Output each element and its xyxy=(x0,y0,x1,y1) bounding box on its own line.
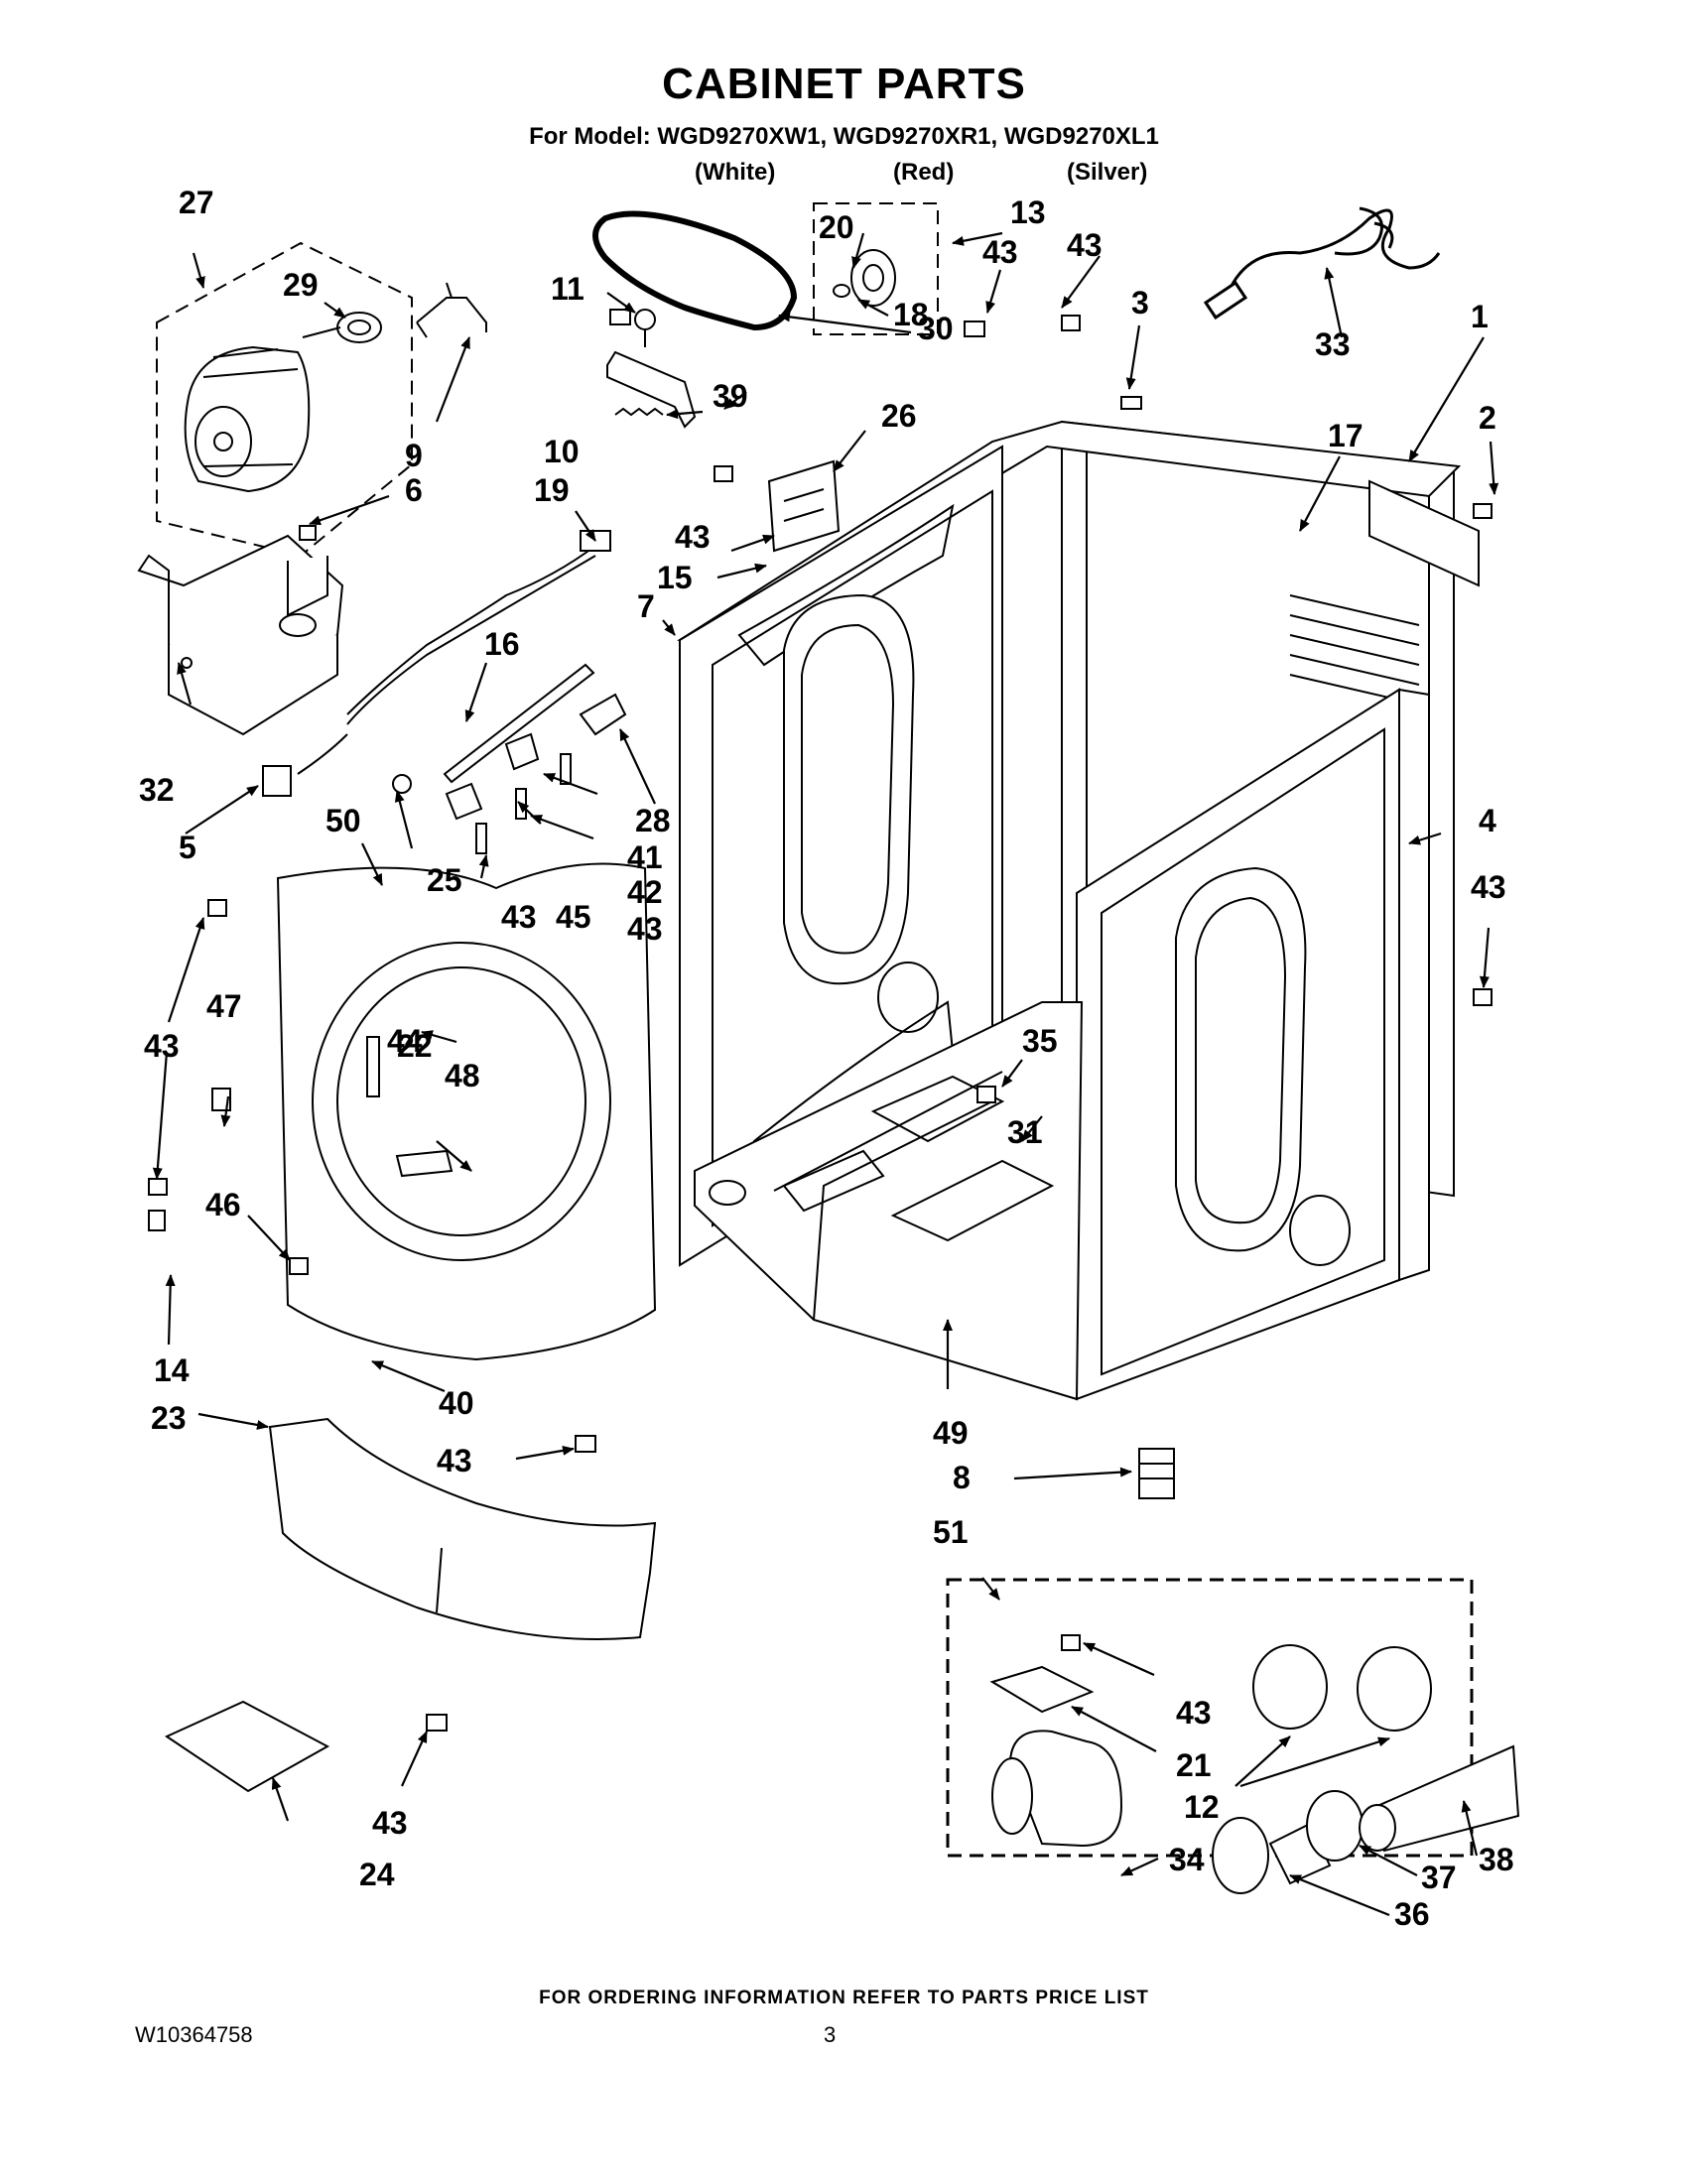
callout-5: 5 xyxy=(179,830,196,865)
callout-21: 21 xyxy=(1176,1747,1212,1783)
callout-43-f: 43 xyxy=(144,1028,180,1064)
leveling-leg xyxy=(1138,1448,1175,1499)
variant-red: (Red) xyxy=(893,159,955,186)
callout-51: 51 xyxy=(933,1514,969,1550)
callout-38: 38 xyxy=(1479,1842,1514,1877)
callout-35: 35 xyxy=(1022,1023,1058,1059)
callout-41: 41 xyxy=(627,839,663,875)
motor-assembly xyxy=(156,241,413,558)
callout-11: 11 xyxy=(551,271,584,307)
variant-silver: (Silver) xyxy=(1067,159,1148,186)
dryer-cabinet xyxy=(677,420,1462,1401)
callout-12: 12 xyxy=(1184,1789,1220,1825)
callout-42: 42 xyxy=(627,874,663,910)
motor-mount xyxy=(137,534,344,736)
document-number: W10364758 xyxy=(135,2022,253,2047)
model-subtitle: For Model: WGD9270XW1, WGD9270XR1, WGD92… xyxy=(529,123,1159,150)
callout-14: 14 xyxy=(154,1352,190,1388)
callout-32: 32 xyxy=(139,772,175,808)
callout-45: 45 xyxy=(556,899,591,935)
callout-47: 47 xyxy=(206,988,242,1024)
vent-kit-parts xyxy=(989,1644,1520,1894)
idler-pulley xyxy=(833,249,896,307)
callout-43-a: 43 xyxy=(1067,227,1103,263)
callout-34: 34 xyxy=(1169,1842,1205,1877)
callout-44: 44 xyxy=(387,1023,423,1059)
callout-28: 28 xyxy=(635,803,671,838)
page-title: CABINET PARTS xyxy=(662,60,1026,108)
callout-43-c: 43 xyxy=(675,519,711,555)
callout-3: 3 xyxy=(1131,285,1149,321)
idler-kit-box xyxy=(813,202,939,335)
callout-17: 17 xyxy=(1328,418,1363,453)
lint-screen-cover xyxy=(164,1700,330,1793)
callout-43-e: 43 xyxy=(627,911,663,947)
callout-30: 30 xyxy=(918,311,954,346)
callout-10: 10 xyxy=(544,434,580,469)
electronic-control-board xyxy=(767,459,841,553)
callout-15: 15 xyxy=(657,560,693,595)
callout-46: 46 xyxy=(205,1187,241,1222)
callout-labels: 1 2 3 4 5 6 7 8 9 10 11 12 13 14 15 16 1… xyxy=(139,185,1514,1932)
callout-43-d: 43 xyxy=(501,899,537,935)
screw-icons xyxy=(148,309,1493,1732)
callout-26: 26 xyxy=(881,398,917,434)
callout-39: 39 xyxy=(713,378,748,414)
callout-27: 27 xyxy=(179,185,214,220)
callout-33: 33 xyxy=(1315,326,1351,362)
access-panel xyxy=(1368,479,1480,587)
drive-belt xyxy=(592,210,798,331)
callout-36: 36 xyxy=(1394,1896,1430,1932)
callout-16: 16 xyxy=(484,626,520,662)
callout-29: 29 xyxy=(283,267,319,303)
callout-40: 40 xyxy=(439,1385,474,1421)
callout-20: 20 xyxy=(819,209,854,245)
callout-7: 7 xyxy=(637,588,655,624)
callout-50: 50 xyxy=(325,803,361,838)
callout-43-i: 43 xyxy=(372,1805,408,1841)
callout-43-h: 43 xyxy=(437,1443,472,1478)
callout-22: 22 xyxy=(397,1028,433,1064)
motor-bracket xyxy=(416,282,487,338)
callout-13: 13 xyxy=(1010,194,1046,230)
callout-48: 48 xyxy=(445,1058,480,1093)
ordering-note: FOR ORDERING INFORMATION REFER TO PARTS … xyxy=(539,1988,1149,2008)
vent-kit-box xyxy=(946,1578,1474,1858)
toe-panel xyxy=(268,1417,657,1640)
callout-23: 23 xyxy=(151,1400,187,1436)
callout-8: 8 xyxy=(953,1460,971,1495)
callout-49: 49 xyxy=(933,1415,969,1451)
callout-24: 24 xyxy=(359,1857,395,1892)
door-hinge-parts xyxy=(392,663,627,854)
callout-43-b: 43 xyxy=(982,234,1018,270)
callout-9: 9 xyxy=(405,438,423,473)
callout-leader-arrows xyxy=(152,231,1499,1917)
callout-4: 4 xyxy=(1479,803,1496,838)
callout-1: 1 xyxy=(1471,299,1489,334)
power-cord xyxy=(1203,206,1441,321)
callout-31: 31 xyxy=(1007,1114,1043,1150)
callout-19: 19 xyxy=(534,472,570,508)
callout-37: 37 xyxy=(1421,1860,1457,1895)
idler-bracket xyxy=(606,309,697,429)
page-number: 3 xyxy=(824,2022,837,2047)
callout-2: 2 xyxy=(1479,400,1496,436)
callout-18: 18 xyxy=(893,297,929,332)
callout-43-g: 43 xyxy=(1471,869,1506,905)
front-panel xyxy=(276,862,657,1361)
callout-43-j: 43 xyxy=(1176,1695,1212,1731)
callout-6: 6 xyxy=(405,472,423,508)
variant-white: (White) xyxy=(695,159,776,186)
callout-25: 25 xyxy=(427,862,462,898)
